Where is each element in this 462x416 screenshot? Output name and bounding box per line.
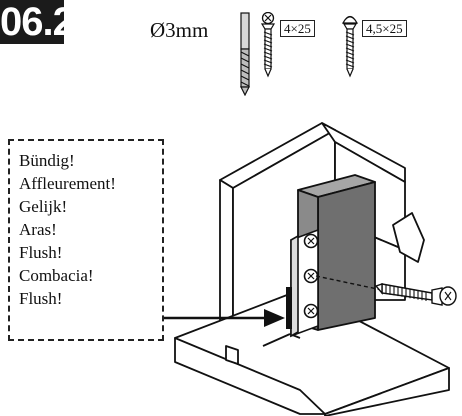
callout-text-en-2: Flush! bbox=[19, 289, 63, 308]
hardware-legend: Ø3mm 4×25 4,5×25 bbox=[150, 8, 407, 98]
phillips-screw-icon bbox=[260, 12, 276, 78]
callout-text-fr: Affleurement! bbox=[19, 174, 116, 193]
insert-screw bbox=[374, 283, 457, 306]
flush-bracket bbox=[290, 228, 319, 338]
wedge-piece bbox=[392, 212, 425, 263]
bottom-shelf-front bbox=[174, 337, 326, 415]
bottom-shelf-right-face bbox=[324, 367, 450, 416]
callout-arrowhead bbox=[264, 309, 285, 327]
callout-text-it: Combacia! bbox=[19, 266, 94, 285]
drill-bit-icon bbox=[240, 12, 250, 96]
drill-size-label: Ø3mm bbox=[150, 18, 209, 42]
flush-edge-marker bbox=[286, 287, 292, 329]
step-number-badge: 06.2 bbox=[0, 0, 64, 44]
screw-path-line bbox=[315, 275, 383, 291]
flush-callout-box: Bündig! Affleurement! Gelijk! Aras! Flus… bbox=[8, 139, 164, 341]
callout-text-nl: Gelijk! bbox=[19, 197, 68, 216]
callout-text-tr: Aras! bbox=[19, 220, 57, 239]
callout-text-en: Flush! bbox=[19, 243, 63, 262]
screw-size-label: 4×25 bbox=[280, 20, 315, 37]
countersunk-screw-icon bbox=[341, 15, 359, 78]
shelf-notch bbox=[225, 345, 239, 365]
screw-size-label: 4,5×25 bbox=[362, 20, 407, 37]
callout-text-de: Bündig! bbox=[19, 151, 75, 170]
